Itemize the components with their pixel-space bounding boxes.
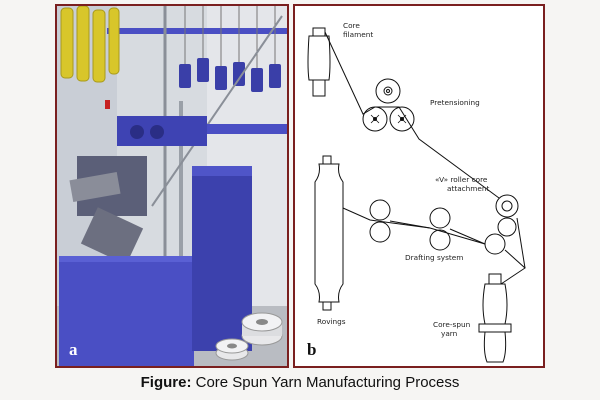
schematic-panel: Core filament Pretensioning «V» roller c… [293,4,545,368]
core-spun-schematic: Core filament Pretensioning «V» roller c… [307,21,526,363]
label-v-roller-2: attachment [447,184,490,193]
yarn-output-path [500,249,526,285]
label-pretensioning: Pretensioning [430,98,480,107]
roller-star-icon [373,117,404,121]
drafting-rollers [369,199,506,255]
rovings-bobbin [314,155,344,311]
pretensioning-rollers [362,78,415,132]
label-v-roller-1: «V» roller core [435,175,488,184]
hanging-spindles [179,6,281,92]
caption-prefix: Figure: [140,374,192,391]
figure-caption: Figure: Core Spun Yarn Manufacturing Pro… [0,374,600,391]
label-core-spun-1: Core-spun [433,320,470,329]
machine-photo-panel: a [55,4,289,368]
core-filament-spool [307,27,331,97]
spinning-machine-illustration [57,6,287,366]
roving-path [342,207,486,245]
v-roller [495,194,519,237]
label-rovings: Rovings [317,317,346,326]
caption-text: Core Spun Yarn Manufacturing Process [191,374,460,391]
panel-b-letter: b [307,340,317,359]
core-spun-yarn-bobbin [478,273,512,363]
yellow-bobbins [60,6,120,83]
floor-bobbins [215,312,283,361]
label-drafting-system: Drafting system [405,253,463,262]
label-core-filament-2: filament [343,30,373,39]
core-filament-path [324,31,500,199]
label-core-filament-1: Core [343,21,360,30]
panel-a-letter: a [69,340,78,359]
label-core-spun-2: yarn [441,329,457,338]
